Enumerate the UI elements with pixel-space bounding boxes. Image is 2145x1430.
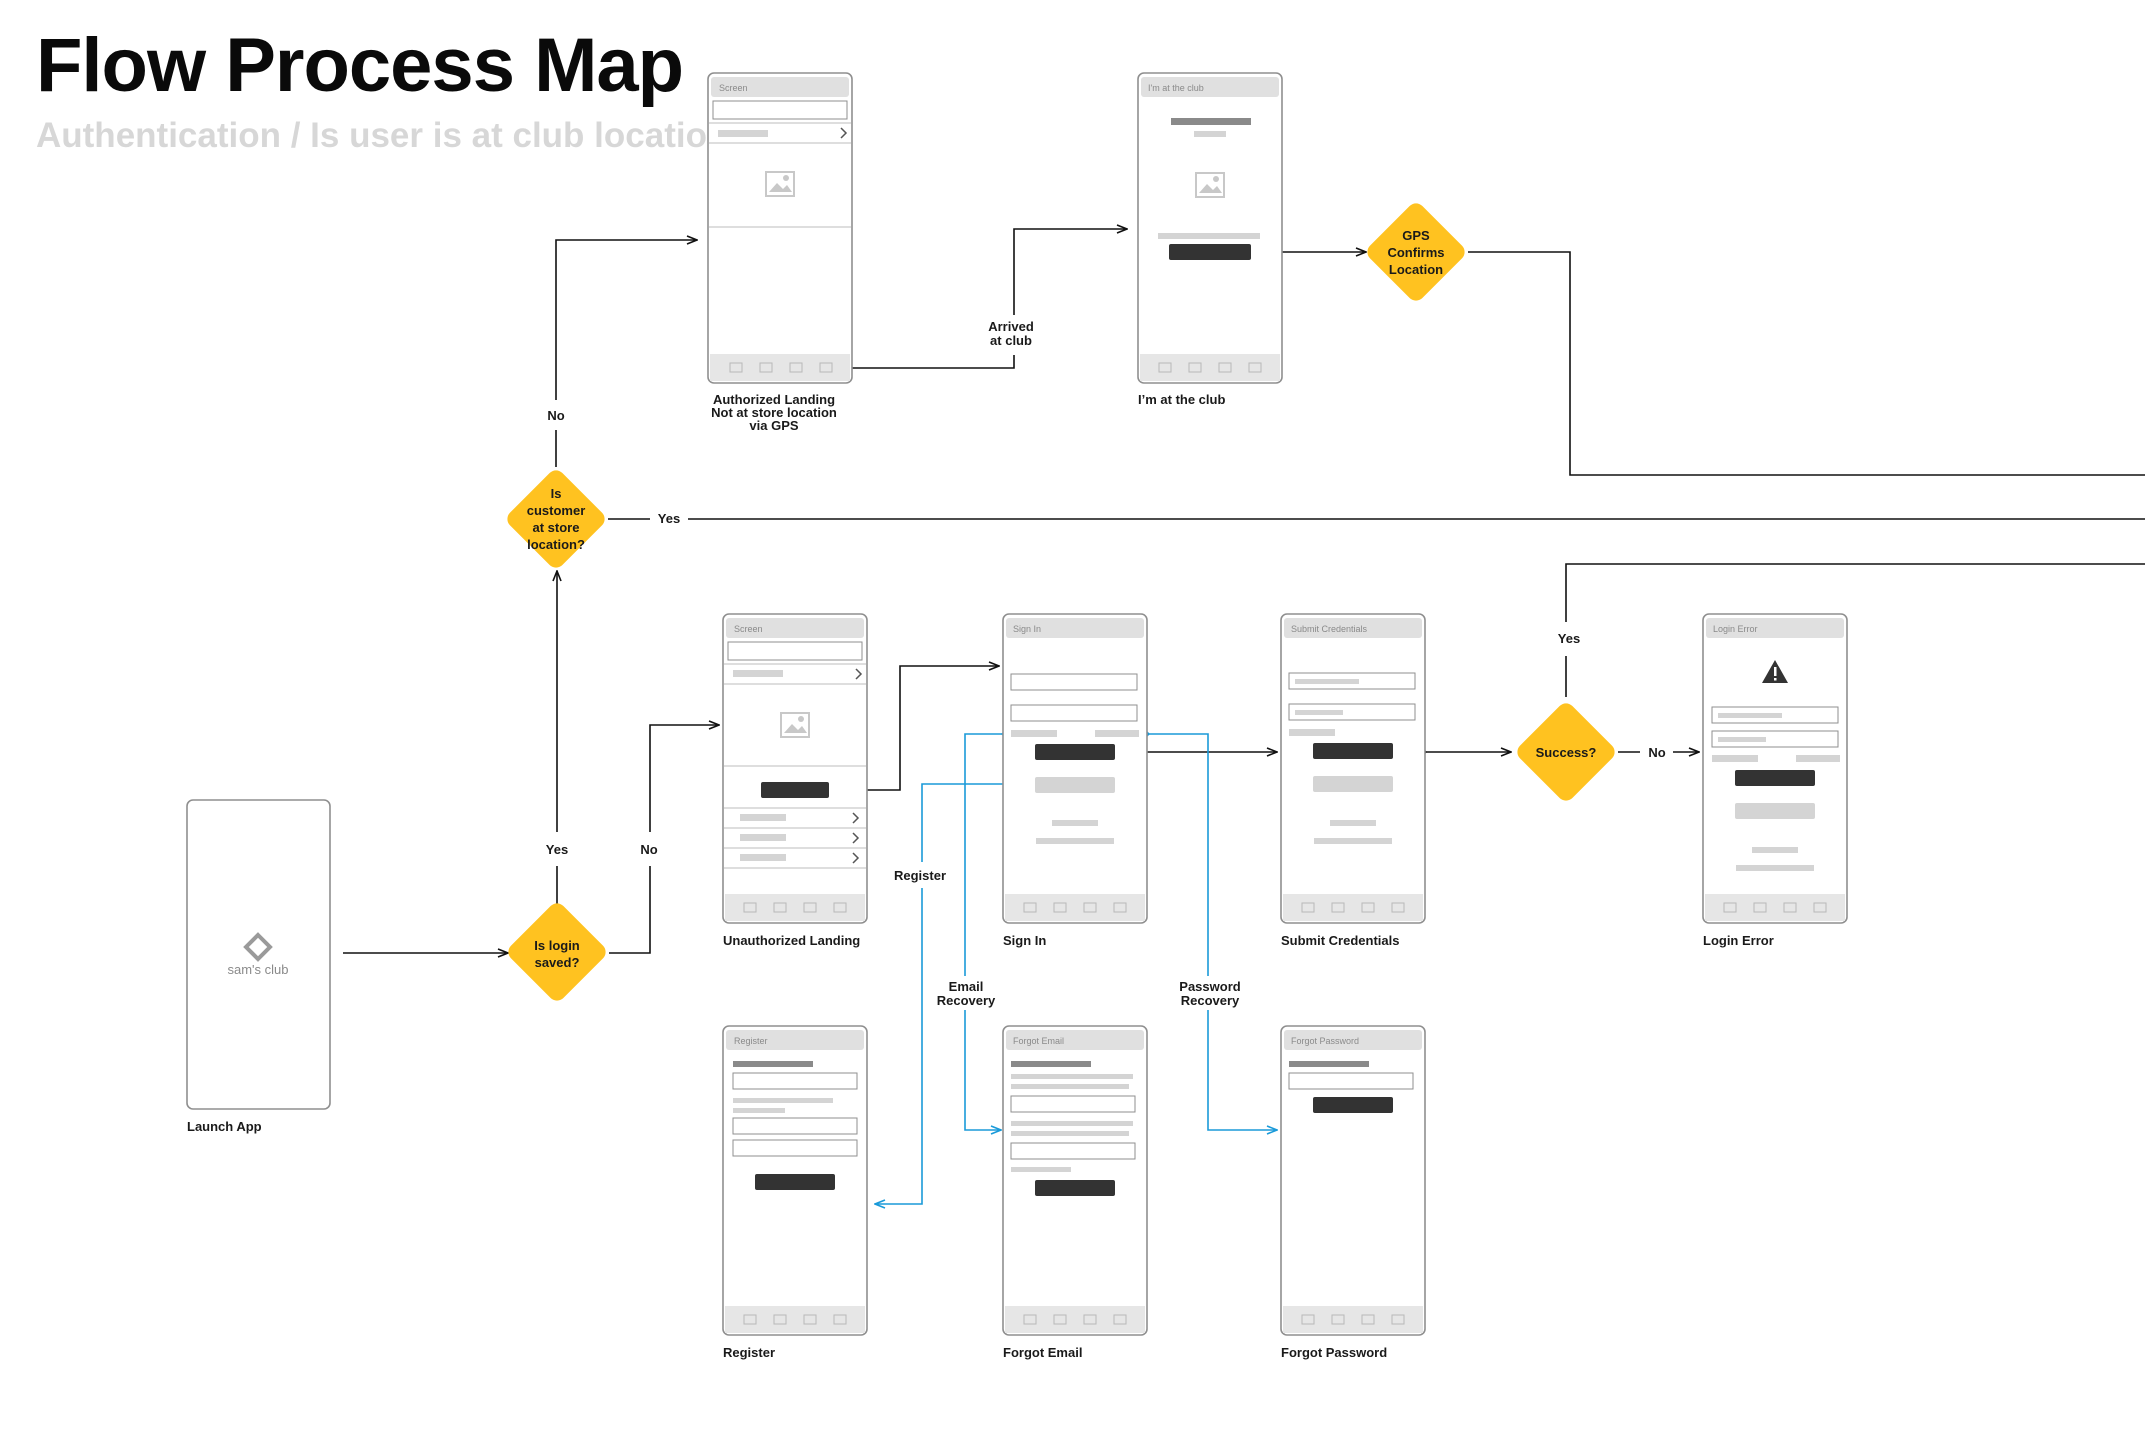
caption-launch-app: Launch App: [187, 1119, 262, 1134]
screen-at-club: I'm at the club I’m at the club: [1137, 72, 1283, 407]
recovery-connectors: [875, 734, 1277, 1204]
screen-forgot-email: Forgot Email Forgot Email: [1002, 1025, 1148, 1360]
label-yes-login-saved: Yes: [546, 842, 568, 857]
screen-login-error: Login Error Login Error: [1702, 613, 1848, 948]
label-email-recovery-line2: Recovery: [937, 993, 996, 1008]
caption-authorized-line3: via GPS: [749, 418, 798, 433]
svg-text:Confirms: Confirms: [1387, 245, 1444, 260]
edge-success-yes: [1565, 563, 2145, 697]
page-subtitle: Authentication / Is user is at club loca…: [36, 116, 729, 155]
svg-text:Success?: Success?: [1536, 745, 1597, 760]
edge-gps-onward: [1468, 251, 2145, 476]
edge-password-recovery: [1146, 734, 1277, 1130]
label-yes-at-store: Yes: [658, 511, 680, 526]
svg-text:location?: location?: [527, 537, 585, 552]
svg-text:Forgot Password: Forgot Password: [1291, 1036, 1359, 1046]
launch-logo-text: sam's club: [227, 962, 288, 977]
caption-submit-credentials: Submit Credentials: [1281, 933, 1399, 948]
screen-launch-app: sam's club Launch App: [186, 799, 331, 1134]
svg-text:Forgot Email: Forgot Email: [1013, 1036, 1064, 1046]
svg-text:I'm at the club: I'm at the club: [1148, 83, 1204, 93]
decision-at-store: Is customer at store location?: [507, 470, 605, 568]
page-title: Flow Process Map: [36, 23, 684, 108]
connectors: [343, 229, 2145, 953]
edge-email-recovery: [964, 734, 1005, 1130]
decision-success: Success?: [1517, 703, 1615, 801]
svg-text:Is: Is: [551, 486, 562, 501]
label-yes-success: Yes: [1558, 631, 1580, 646]
label-register: Register: [894, 868, 946, 883]
label-no-at-store: No: [547, 408, 564, 423]
screen-authorized-landing: Screen Authorized Landing Not at store l…: [707, 72, 853, 433]
label-arrived-line1: Arrived: [988, 319, 1034, 334]
svg-text:Register: Register: [734, 1036, 768, 1046]
label-password-recovery-line1: Password: [1179, 979, 1240, 994]
svg-text:saved?: saved?: [535, 955, 580, 970]
screen-submit-credentials: Submit Credentials Submit Credentials: [1280, 613, 1426, 948]
edge-register: [875, 784, 1026, 1204]
label-arrived-line2: at club: [990, 333, 1032, 348]
caption-forgot-email: Forgot Email: [1003, 1345, 1082, 1360]
svg-text:Screen: Screen: [719, 83, 748, 93]
svg-text:Screen: Screen: [734, 624, 763, 634]
decision-gps-confirms: GPS Confirms Location: [1367, 203, 1465, 301]
svg-text:customer: customer: [527, 503, 586, 518]
caption-forgot-password: Forgot Password: [1281, 1345, 1387, 1360]
caption-at-club: I’m at the club: [1138, 392, 1225, 407]
svg-text:at store: at store: [533, 520, 580, 535]
svg-text:Location: Location: [1389, 262, 1443, 277]
svg-text:Is login: Is login: [534, 938, 580, 953]
svg-text:Submit Credentials: Submit Credentials: [1291, 624, 1368, 634]
screen-forgot-password: Forgot Password Forgot Password: [1280, 1025, 1426, 1360]
label-email-recovery-line1: Email: [949, 979, 984, 994]
decision-login-saved: Is login saved?: [508, 903, 606, 1001]
caption-unauthorized: Unauthorized Landing: [723, 933, 860, 948]
svg-text:Sign In: Sign In: [1013, 624, 1041, 634]
edge-labels: No Yes Yes No Arrived at club Yes No Reg…: [538, 315, 1666, 1010]
caption-login-error: Login Error: [1703, 933, 1774, 948]
warning-icon: [1762, 660, 1788, 683]
svg-text:Login Error: Login Error: [1713, 624, 1758, 634]
caption-authorized-line1: Authorized Landing: [713, 392, 835, 407]
label-no-success: No: [1648, 745, 1665, 760]
screen-register: Register Register: [722, 1025, 868, 1360]
caption-sign-in: Sign In: [1003, 933, 1046, 948]
edge-arrived-at-club: [775, 229, 1127, 368]
screen-unauthorized-landing: Screen Unauthorized Landing: [722, 613, 868, 948]
caption-authorized-line2: Not at store location: [711, 405, 837, 420]
edge-at-store-no-to-authorized: [555, 240, 697, 467]
label-password-recovery-line2: Recovery: [1181, 993, 1240, 1008]
svg-text:GPS: GPS: [1402, 228, 1430, 243]
label-no-login-saved: No: [640, 842, 657, 857]
caption-register: Register: [723, 1345, 775, 1360]
screen-sign-in: Sign In Sign In: [1002, 613, 1148, 948]
